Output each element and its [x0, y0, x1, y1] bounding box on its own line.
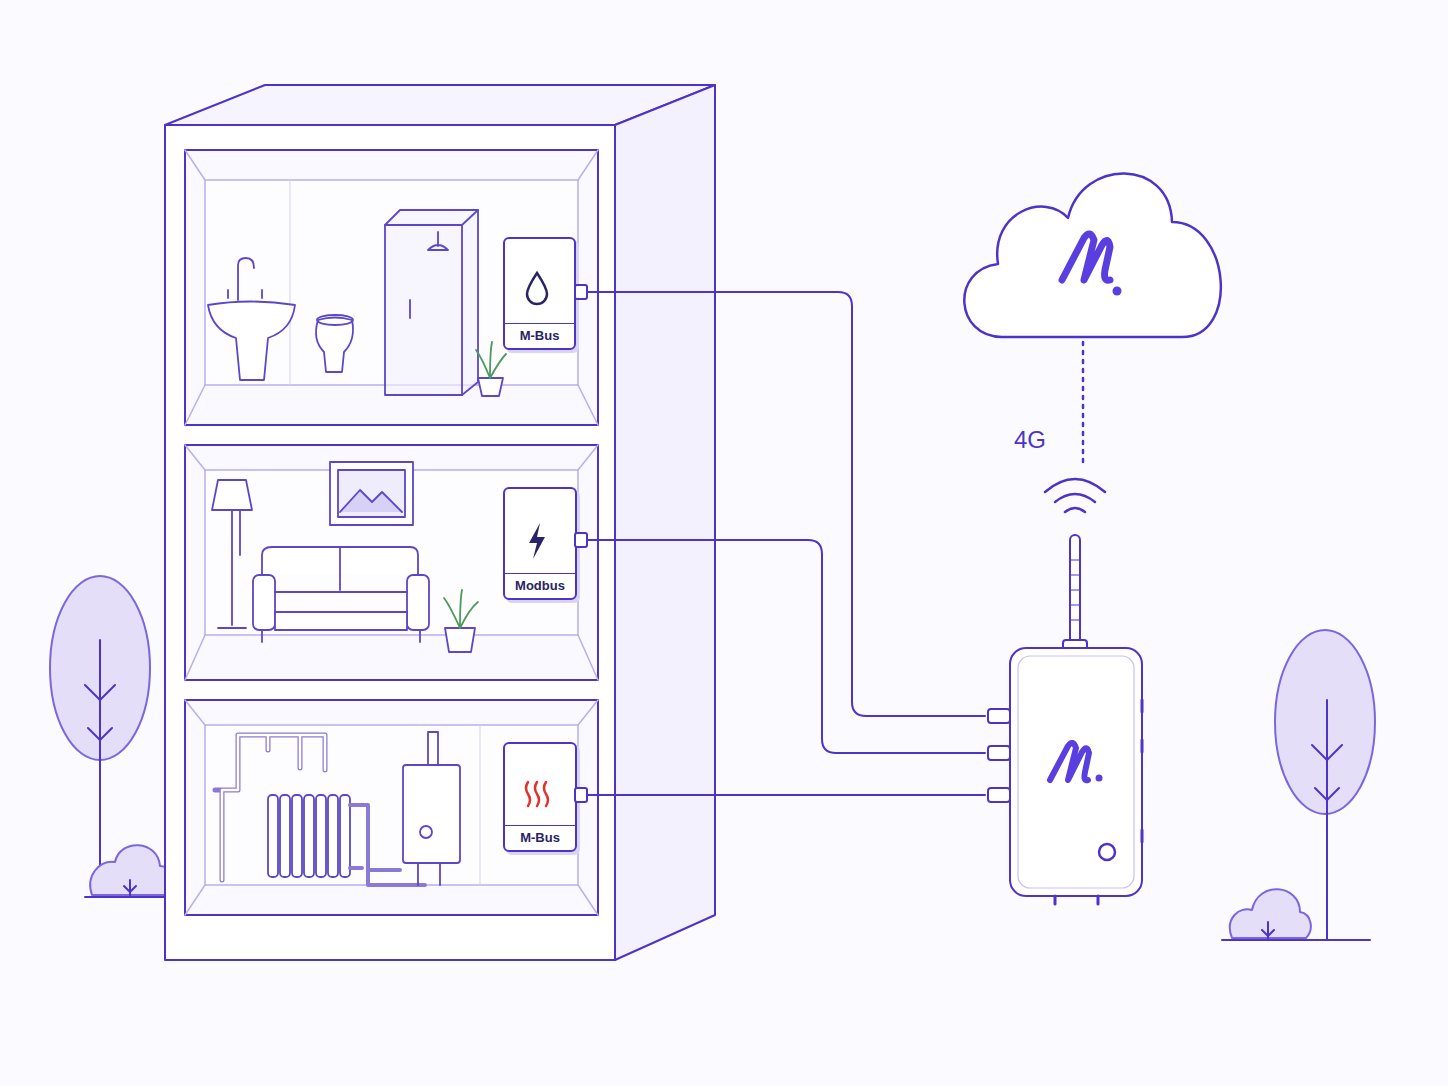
wireless-signal: [1045, 342, 1105, 512]
living-room: [212, 462, 478, 652]
bathroom-fixtures: [208, 210, 506, 396]
building: [165, 85, 715, 960]
meter-port: [575, 285, 587, 802]
heating-system: [215, 732, 460, 885]
protocol-label: Modbus: [505, 573, 575, 598]
meter-box: M-Bus: [503, 742, 577, 852]
heat-icon: [526, 782, 548, 806]
tree: [50, 576, 175, 897]
bolt-icon: [529, 523, 545, 559]
meter-box: Modbus: [503, 487, 577, 600]
cloud: [964, 173, 1221, 337]
network-label: 4G: [1014, 426, 1046, 454]
water-drop-icon: [527, 273, 547, 304]
tree: [1222, 630, 1375, 940]
meter-box: M-Bus: [503, 237, 576, 350]
gateway-device: [988, 535, 1142, 904]
protocol-label: M-Bus: [505, 323, 574, 348]
signal-wire: [588, 292, 985, 795]
protocol-label: M-Bus: [505, 825, 575, 850]
